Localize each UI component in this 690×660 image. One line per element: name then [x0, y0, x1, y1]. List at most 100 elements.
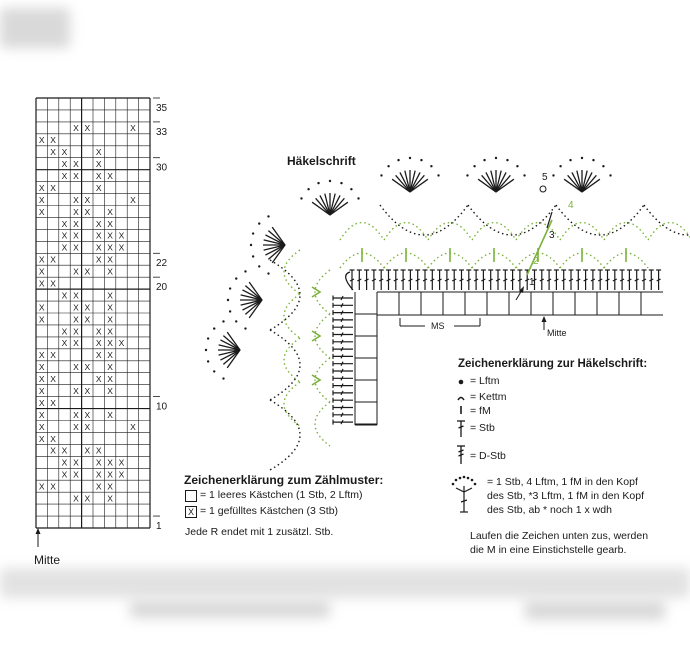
picot-dot [569, 158, 572, 162]
edge-stitch-cross [634, 278, 639, 282]
edge-stitch-cross [408, 278, 413, 282]
count-legend-note: Jede R endet mit 1 zusätzl. Stb. [185, 526, 334, 538]
arc-icon [457, 396, 465, 401]
filled-cell: X [107, 493, 113, 503]
filled-cell: X [96, 147, 102, 157]
filled-cell: X [39, 422, 45, 432]
filled-cell: X [107, 338, 113, 348]
round-3-pointer [546, 211, 553, 229]
crochet-center-arrow-head [541, 316, 547, 322]
fan-stitch [485, 172, 497, 193]
filled-cell: X [73, 458, 79, 468]
filled-cell: X [62, 159, 68, 169]
green-arc [283, 337, 301, 383]
filled-cell: X [39, 195, 45, 205]
picot-dot [317, 181, 320, 185]
filled-box-icon: X [185, 506, 197, 518]
row-number-10: 10 [156, 402, 168, 413]
filled-cell: X [39, 267, 45, 277]
green-chevron [311, 374, 322, 386]
black-chain-arcs [269, 204, 690, 471]
filled-cell: X [107, 410, 113, 420]
fan-stitch [495, 170, 502, 193]
picot-dot [251, 255, 255, 258]
picot-dot [244, 327, 247, 330]
round-label-5: 5 [542, 172, 548, 183]
fan-stitch [220, 339, 241, 351]
picot-dot [258, 222, 261, 225]
picot-dot [609, 174, 612, 177]
filled-cell: X [96, 446, 102, 456]
fan-stitch [220, 349, 241, 361]
edge-stitch-cross [393, 278, 399, 282]
row-number-33: 33 [156, 127, 168, 138]
edge-stitch-cross [649, 278, 654, 282]
picot-dot [516, 165, 519, 168]
picot-dot [387, 165, 390, 168]
fan-stitch [329, 193, 336, 216]
edge-stitch-cross [340, 339, 344, 345]
crochet-legend-title: Zeichenerklärung zur Häkelschrift: [458, 358, 648, 370]
filled-cell: X [39, 314, 45, 324]
green-arc [283, 249, 301, 295]
picot-dot [267, 272, 270, 275]
fan-stitch [248, 281, 263, 301]
green-arc [314, 269, 331, 315]
edge-stitch-cross [340, 354, 344, 359]
picot-dot [206, 360, 210, 363]
blurred-footer [0, 568, 690, 598]
picot-dot [523, 174, 526, 177]
edge-stitch-cross [340, 361, 344, 366]
filled-box-label: = 1 gefülltes Kästchen (3 Stb) [200, 505, 339, 517]
fan-stitch [218, 344, 241, 351]
green-arc [283, 293, 301, 339]
black-arc [379, 204, 469, 236]
filled-cell: X [50, 255, 56, 265]
filled-cell: X [39, 362, 45, 372]
filled-cell: X [107, 243, 113, 253]
crochet-center-label: Mitte [547, 328, 567, 338]
filled-cell: X [73, 493, 79, 503]
legend-stb: = Stb [470, 422, 495, 434]
filled-cell: X [107, 302, 113, 312]
edge-stitch-cross [371, 278, 377, 282]
edge-stitch-cross [481, 278, 486, 282]
filled-cell: X [50, 482, 56, 492]
round-label-4: 4 [568, 200, 574, 211]
edge-stitch-cross [466, 278, 472, 282]
tc-icon [457, 445, 465, 464]
green-round-pointer [526, 219, 553, 276]
filled-cell: X [73, 290, 79, 300]
black-arc [269, 399, 301, 471]
green-arc [559, 222, 605, 241]
fan-stitch [490, 170, 497, 193]
cluster-line-2: des Stb, *3 Lftm, 1 fM in den Kopf [487, 490, 645, 502]
edge-stitch-cross [451, 278, 457, 282]
fan-stitch [581, 178, 601, 193]
edge-stitch-cross [340, 412, 344, 418]
edge-stitch-cross [597, 278, 603, 282]
filled-cell: X [62, 243, 68, 253]
filled-cell: X [96, 231, 102, 241]
picot-dot [249, 243, 253, 247]
edge-stitch-cross [627, 278, 632, 282]
fan-stitch [495, 178, 515, 193]
filled-cell: X [73, 314, 79, 324]
filled-cell: X [107, 386, 113, 396]
edge-stitch-cross [612, 278, 618, 282]
fan-stitch [495, 174, 511, 193]
fan-stitch [271, 244, 286, 264]
fan-stitch [242, 299, 263, 311]
filled-cell: X [107, 350, 113, 360]
row-number-1: 1 [156, 521, 162, 532]
fan-stitch [319, 195, 331, 216]
filled-cell: X [96, 350, 102, 360]
fan-stitch [399, 172, 411, 193]
green-arc [314, 357, 331, 403]
fan-stitch [242, 289, 263, 301]
filled-cell: X [107, 231, 113, 241]
filled-cell: X [62, 326, 68, 336]
filled-cell: X [73, 338, 79, 348]
fan-stitch [263, 244, 286, 251]
